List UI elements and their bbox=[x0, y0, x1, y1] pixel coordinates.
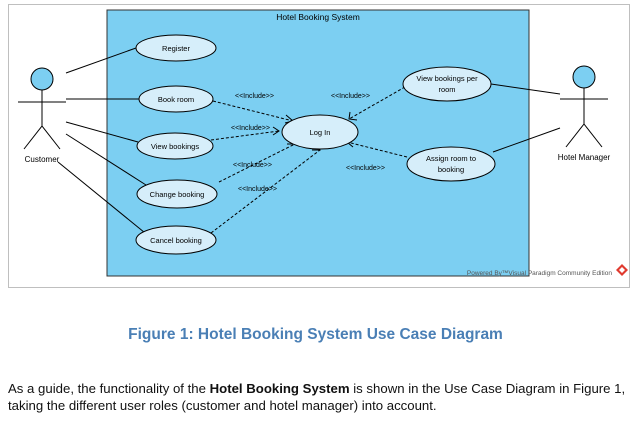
include-view-bookings-room-login bbox=[348, 86, 406, 120]
paragraph-part1: As a guide, the functionality of the bbox=[8, 381, 210, 396]
use-case-log-in[interactable]: Log In bbox=[281, 114, 359, 150]
include-assign-room-login bbox=[346, 141, 408, 158]
use-case-change-booking-label: Change booking bbox=[150, 190, 205, 199]
include-label-book-room: <<Include>> bbox=[235, 93, 274, 100]
description-paragraph: As a guide, the functionality of the Hot… bbox=[8, 380, 626, 414]
assoc-customer-cancel-booking bbox=[57, 161, 151, 238]
use-case-register-label: Register bbox=[162, 44, 190, 53]
use-case-diagram: Hotel Booking System Customer Hotel Mana… bbox=[18, 9, 628, 277]
hotel-manager-label: Hotel Manager bbox=[558, 153, 611, 162]
use-case-assign-room-line2: booking bbox=[438, 165, 464, 174]
include-labels: <<Include>> <<Include>> <<Include>> <<In… bbox=[231, 93, 385, 193]
visual-paradigm-logo-icon bbox=[616, 264, 628, 276]
include-dependencies bbox=[210, 86, 408, 234]
use-case-view-bookings-per-room-line2: room bbox=[438, 85, 455, 94]
use-case-assign-room-line1: Assign room to bbox=[426, 154, 476, 163]
manager-head bbox=[572, 65, 596, 89]
include-label-assign-room: <<Include>> bbox=[346, 165, 385, 172]
use-case-change-booking[interactable]: Change booking bbox=[136, 179, 218, 209]
assoc-customer-register bbox=[65, 47, 137, 74]
assoc-customer-change-booking bbox=[65, 133, 147, 186]
include-book-room-login bbox=[212, 100, 294, 122]
use-case-register[interactable]: Register bbox=[135, 34, 217, 62]
use-case-view-bookings[interactable]: View bookings bbox=[136, 132, 214, 160]
use-case-cancel-booking[interactable]: Cancel booking bbox=[135, 225, 217, 255]
customer-actor[interactable] bbox=[18, 67, 66, 150]
include-label-cancel-booking: <<Include>> bbox=[238, 186, 277, 193]
include-change-booking-login bbox=[218, 143, 296, 183]
watermark-text: Powered By™Visual Paradigm Community Edi… bbox=[467, 270, 612, 277]
assoc-customer-view-bookings bbox=[65, 121, 139, 143]
assoc-manager-view-bookings-room bbox=[490, 83, 561, 95]
use-cases: Register Book room View bookings Change … bbox=[135, 34, 496, 255]
use-case-view-bookings-label: View bookings bbox=[151, 142, 199, 151]
include-view-bookings-login bbox=[210, 130, 280, 141]
include-label-view-bookings: <<Include>> bbox=[231, 125, 270, 132]
include-cancel-booking-login bbox=[210, 149, 321, 234]
customer-label: Customer bbox=[25, 155, 60, 164]
associations bbox=[57, 47, 561, 238]
use-case-cancel-booking-label: Cancel booking bbox=[150, 236, 202, 245]
system-title: Hotel Booking System bbox=[276, 12, 360, 22]
customer-head bbox=[30, 67, 54, 91]
figure-caption: Figure 1: Hotel Booking System Use Case … bbox=[128, 326, 503, 343]
use-case-view-bookings-per-room-line1: View bookings per bbox=[416, 74, 478, 83]
hotel-manager-actor[interactable] bbox=[560, 65, 608, 148]
use-case-log-in-label: Log In bbox=[310, 128, 331, 137]
paragraph-bold-system-name: Hotel Booking System bbox=[209, 381, 350, 396]
include-label-change-booking: <<Include>> bbox=[233, 162, 272, 169]
paragraph-part2: is shown in the Use Case Diagram in Figu… bbox=[8, 381, 626, 413]
assoc-manager-assign-room bbox=[492, 127, 561, 153]
use-case-view-bookings-per-room[interactable]: View bookings per room bbox=[402, 66, 492, 102]
use-case-book-room[interactable]: Book room bbox=[138, 85, 214, 113]
use-case-assign-room[interactable]: Assign room to booking bbox=[406, 146, 496, 182]
include-label-view-bookings-room: <<Include>> bbox=[331, 93, 370, 100]
use-case-book-room-label: Book room bbox=[158, 95, 194, 104]
